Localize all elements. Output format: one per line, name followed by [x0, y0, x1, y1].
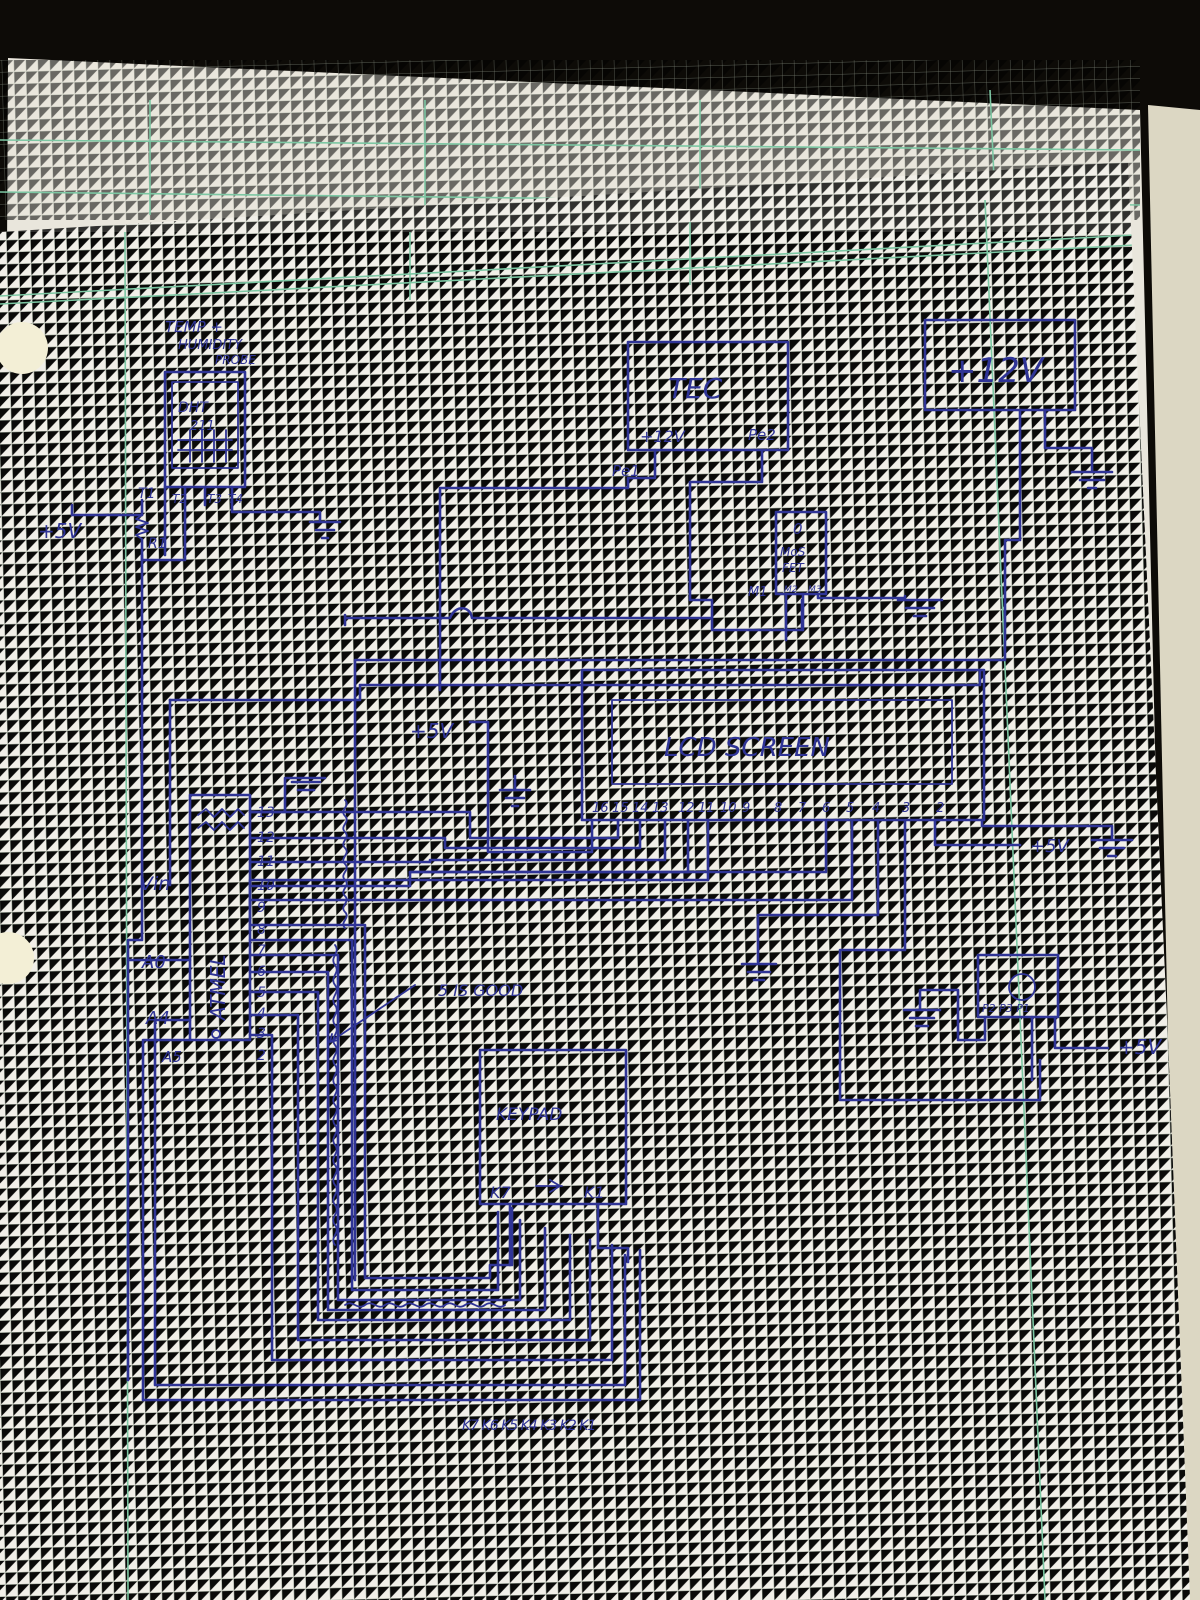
lcd-pin-10: 10 — [720, 801, 737, 816]
lcd-screen — [468, 668, 1134, 858]
lcd-pin-5: 5 — [846, 801, 854, 816]
lcd-plus5v-label: +5V — [410, 719, 454, 743]
lcd-pin-12: 12 — [678, 801, 695, 816]
tec-label: TEC — [668, 372, 723, 405]
binder-hole-bottom — [0, 932, 34, 984]
atmel-a0-label: A0 — [141, 952, 166, 973]
potentiometer — [902, 953, 1110, 1082]
atmel-pin-4: 4 — [257, 1006, 266, 1022]
mosfet-label-2: FET — [782, 561, 805, 575]
atmel-a5-label: A5 — [161, 1048, 182, 1066]
dht-label-1: DHT — [178, 400, 209, 416]
pot-plus5v-label: +5V — [1118, 1035, 1162, 1059]
atmel-pin-5: 5 — [257, 985, 266, 1001]
lcd-pin-15: 15 — [612, 801, 629, 816]
atmel-pin-10: 10 — [257, 878, 275, 894]
pin-t1-label: T1 — [138, 486, 155, 502]
five-is-good-note: 5 IS GOOD — [438, 981, 523, 1000]
atmel-pin-7: 7 — [257, 943, 266, 959]
atmel-pin-8: 8 — [257, 922, 266, 938]
atmel-pin-3: 3 — [257, 1026, 266, 1042]
atmel-pin-labels: 13 12 11 10 9 8 7 6 5 4 3 2 — [257, 805, 275, 1064]
atmel-pin-12: 12 — [257, 830, 275, 846]
supply-plus12v-label: +12V — [948, 351, 1046, 391]
tec-plus12v-label: +12V — [640, 427, 686, 446]
lcd-pin-3: 3 — [902, 801, 910, 816]
pot-pins-label: P2 P3 P1 — [982, 1002, 1030, 1015]
atmel-label: ATMEL — [206, 955, 230, 1022]
keypad-k1-label: K1 — [584, 1183, 605, 1202]
lcd-pin-13: 13 — [652, 801, 669, 816]
probe-plus5v-label: +5V — [38, 519, 82, 543]
atmel-pin-2: 2 — [257, 1048, 266, 1064]
resistor-r1-label: R1 — [148, 536, 167, 552]
tec-pe2-label: Pe2 — [748, 426, 776, 444]
lcd-pin-16: 16 — [592, 801, 609, 816]
atmel-pin-9: 9 — [257, 900, 266, 916]
atmel-pin-13: 13 — [257, 805, 275, 821]
lcd-pin-8: 8 — [774, 801, 782, 816]
mosfet — [343, 510, 944, 642]
pin-t2-label: T2 — [172, 492, 187, 506]
keypad-k7-label: K7 — [490, 1183, 511, 1202]
mosfet-m2-label: M2 — [784, 585, 798, 595]
lcd-pin-6: 6 — [822, 801, 830, 816]
lcd-pin-2: 2 — [936, 801, 944, 816]
keypad-pins-label: K7 K6 K5 K4 K3 K2 K1 — [462, 1418, 595, 1434]
temp-humidity-probe — [70, 370, 342, 1382]
lcd-label: LCD SCREEN — [664, 733, 830, 763]
lcd-pin-9: 9 — [742, 801, 750, 816]
pin-t4-label: T4 — [228, 492, 243, 506]
mosfet-m1-label: M1 — [748, 585, 768, 600]
dht-label-2: 211 — [190, 419, 215, 434]
atmel-a4-label: A4 — [145, 1008, 170, 1029]
binder-hole-top — [0, 322, 48, 374]
lcd-pin-11: 11 — [698, 801, 715, 816]
mosfet-tab-label: 0 — [793, 520, 803, 538]
probe-title-line3: PROBE — [215, 353, 256, 367]
lcd-right-plus5v-label: +5V — [1030, 836, 1071, 857]
pin-t3-label: T3 — [207, 492, 222, 506]
tec-pe1-label: Pe1 — [612, 462, 640, 480]
probe-title-line1: TEMP + — [165, 318, 223, 336]
atmel-microcontroller — [126, 668, 982, 1402]
mosfet-m3-label: M3 — [808, 585, 822, 595]
lcd-pin-7: 7 — [798, 801, 807, 816]
atmel-pin-11: 11 — [257, 854, 275, 870]
atmel-pin-6: 6 — [257, 964, 266, 980]
lcd-pin-14: 14 — [632, 801, 649, 816]
keypad — [478, 1048, 630, 1267]
mosfet-label-1: MoS — [780, 545, 806, 559]
power-supply-12v — [353, 318, 1114, 1282]
lcd-pin-4: 4 — [872, 801, 880, 816]
keypad-label: KEYPAD — [496, 1105, 562, 1125]
probe-title-line2: HUMIDITY — [178, 338, 243, 353]
atmel-vin-label: Vin — [140, 873, 170, 895]
